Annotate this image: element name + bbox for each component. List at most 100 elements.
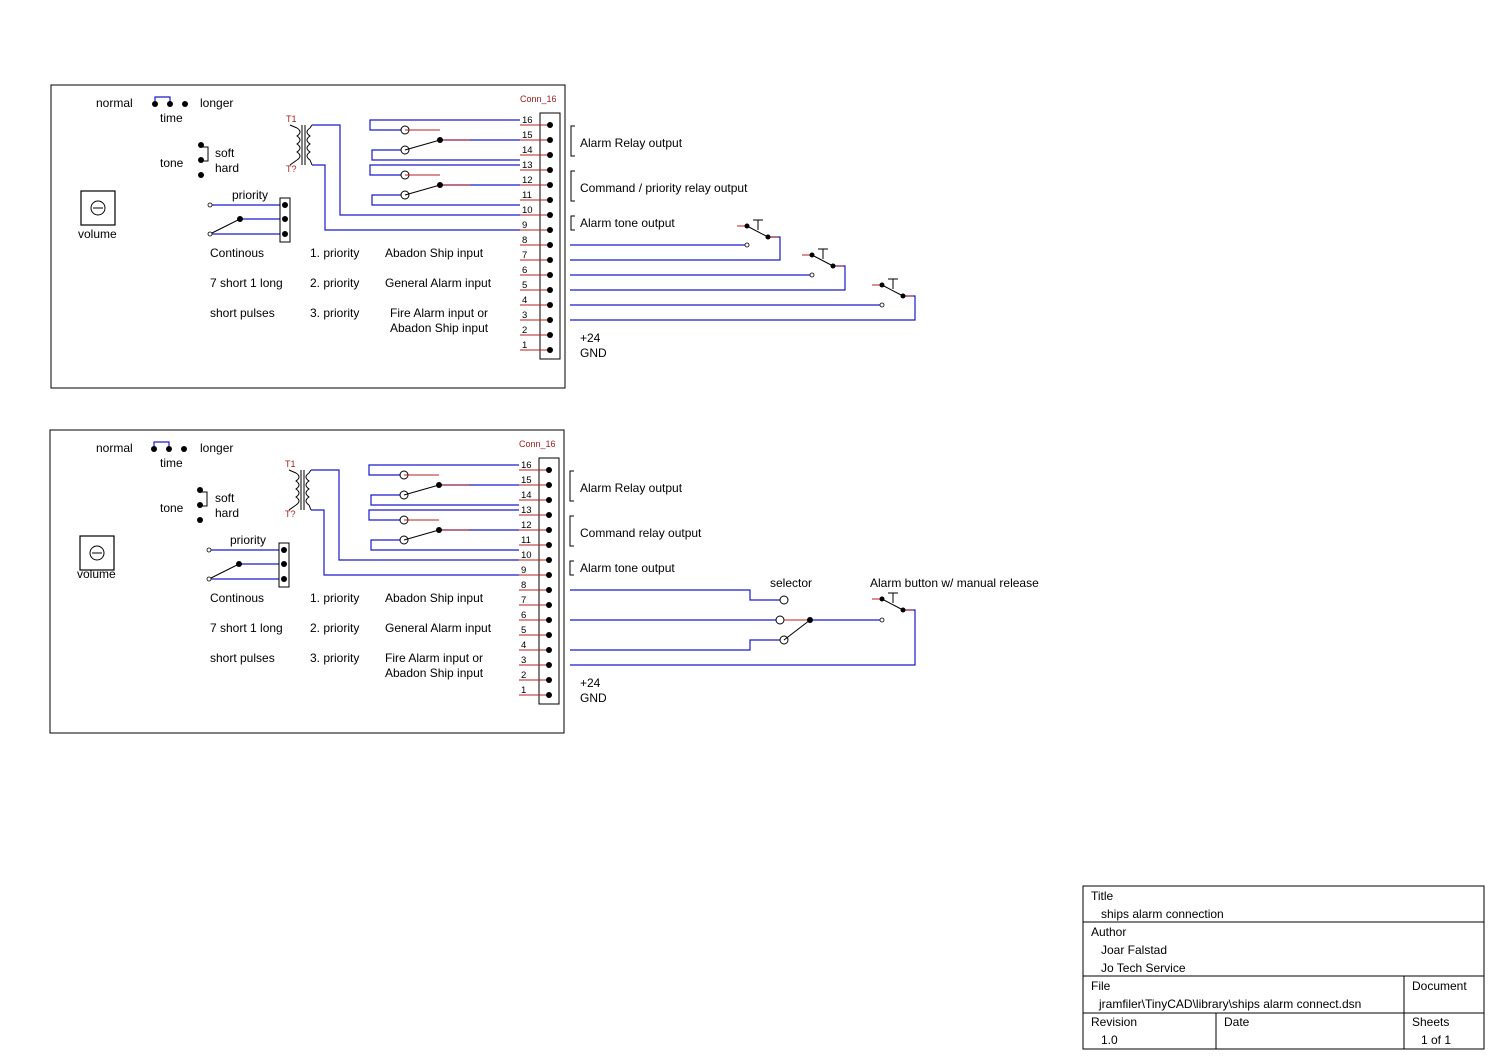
mode-1-input: Abadon Ship input bbox=[385, 591, 484, 605]
connector-pin-number: 12 bbox=[522, 175, 533, 186]
jumper-normal-label: normal bbox=[96, 441, 133, 455]
connector-pin-number: 2 bbox=[522, 325, 527, 336]
supply-gnd-label: GND bbox=[580, 346, 607, 360]
connector-pin-labels-2: 16 15 14 13 12 11 10 9 8 7 6 5 4 3 2 1 bbox=[521, 460, 532, 696]
connector-pin-number: 3 bbox=[521, 655, 526, 666]
transformer-ref: T1 bbox=[285, 459, 296, 469]
connector-pin-number: 7 bbox=[522, 250, 527, 261]
output-command-relay: Command relay output bbox=[580, 526, 702, 540]
connector-pin-number: 4 bbox=[522, 295, 527, 306]
mode-3-priority: 3. priority bbox=[310, 651, 359, 665]
connector-pin-number: 5 bbox=[522, 280, 527, 291]
mode-1-priority: 1. priority bbox=[310, 246, 359, 260]
output-alarm-tone: Alarm tone output bbox=[580, 216, 675, 230]
selector-label: selector bbox=[770, 576, 812, 590]
priority-label: priority bbox=[230, 533, 266, 547]
mode-3-priority: 3. priority bbox=[310, 306, 359, 320]
jumper-longer-label: longer bbox=[200, 441, 233, 455]
alarm-board-2: Conn_16 T1 T? normal longer time tone so… bbox=[49, 429, 1039, 734]
connector-pin-number: 16 bbox=[521, 460, 532, 471]
connector-pin-number: 2 bbox=[521, 670, 526, 681]
connector-pin-number: 10 bbox=[521, 550, 532, 561]
title-label: Title bbox=[1091, 889, 1114, 903]
mode-3-pattern: short pulses bbox=[210, 306, 275, 320]
mode-2-priority: 2. priority bbox=[310, 276, 359, 290]
jumper-time-label: time bbox=[160, 456, 183, 470]
mode-2-input: General Alarm input bbox=[385, 621, 492, 635]
mode-1-priority: 1. priority bbox=[310, 591, 359, 605]
revision-value: 1.0 bbox=[1101, 1033, 1118, 1047]
transformer-ref-2: T? bbox=[286, 164, 297, 174]
connector-pin-number: 11 bbox=[521, 535, 531, 546]
connector-pin-number: 14 bbox=[522, 145, 533, 156]
connector-pin-number: 5 bbox=[521, 625, 526, 636]
alarm-board-1: Conn_16 T1 T? normal longer time tone so… bbox=[50, 84, 916, 389]
connector-pin-number: 11 bbox=[522, 190, 532, 201]
connector-pin-number: 14 bbox=[521, 490, 532, 501]
connector-pin-number: 15 bbox=[521, 475, 532, 486]
supply-gnd-label: GND bbox=[580, 691, 607, 705]
supply-plus-label: +24 bbox=[580, 676, 601, 690]
document-label: Document bbox=[1412, 979, 1467, 993]
title-block: Title ships alarm connection Author Joar… bbox=[1082, 885, 1485, 1050]
connector-pin-number: 4 bbox=[521, 640, 526, 651]
output-alarm-relay: Alarm Relay output bbox=[580, 136, 683, 150]
mode-3-input-2: Abadon Ship input bbox=[390, 321, 489, 335]
connector-ref: Conn_16 bbox=[520, 94, 557, 104]
jumper-time-label: time bbox=[160, 111, 183, 125]
connector-pin-number: 6 bbox=[521, 610, 526, 621]
mode-2-pattern: 7 short 1 long bbox=[210, 276, 283, 290]
selector-wiring bbox=[570, 589, 916, 666]
volume-label: volume bbox=[78, 227, 117, 241]
connector-pin-number: 1 bbox=[521, 685, 526, 696]
connector-pin-number: 7 bbox=[521, 595, 526, 606]
mode-2-pattern: 7 short 1 long bbox=[210, 621, 283, 635]
selector-symbols bbox=[775, 592, 904, 645]
connector-pin-number: 6 bbox=[522, 265, 527, 276]
tone-hard-label: hard bbox=[215, 161, 239, 175]
connector-pin-number: 3 bbox=[522, 310, 527, 321]
mode-1-pattern: Continous bbox=[210, 246, 264, 260]
mode-1-pattern: Continous bbox=[210, 591, 264, 605]
pushbutton-symbols-1 bbox=[746, 219, 904, 297]
connector-pin-number: 13 bbox=[522, 160, 533, 171]
connector-pin-number: 1 bbox=[522, 340, 527, 351]
tone-soft-label: soft bbox=[215, 146, 235, 160]
connector-pin-number: 8 bbox=[521, 580, 526, 591]
jumper-normal-label: normal bbox=[96, 96, 133, 110]
output-command-relay: Command / priority relay output bbox=[580, 181, 748, 195]
volume-label: volume bbox=[77, 567, 116, 581]
output-alarm-relay: Alarm Relay output bbox=[580, 481, 683, 495]
connector-pin-number: 12 bbox=[521, 520, 532, 531]
author-label: Author bbox=[1091, 925, 1126, 939]
connector-pin-number: 10 bbox=[522, 205, 533, 216]
mode-2-input: General Alarm input bbox=[385, 276, 492, 290]
mode-3-input-2: Abadon Ship input bbox=[385, 666, 484, 680]
date-label: Date bbox=[1224, 1015, 1250, 1029]
title-value: ships alarm connection bbox=[1101, 907, 1224, 921]
file-value: jramfiler\TinyCAD\library\ships alarm co… bbox=[1098, 997, 1361, 1011]
file-label: File bbox=[1091, 979, 1111, 993]
revision-label: Revision bbox=[1091, 1015, 1137, 1029]
priority-label: priority bbox=[232, 188, 268, 202]
jumper-longer-label: longer bbox=[200, 96, 233, 110]
author-company: Jo Tech Service bbox=[1101, 961, 1186, 975]
supply-plus-label: +24 bbox=[580, 331, 601, 345]
output-alarm-tone: Alarm tone output bbox=[580, 561, 675, 575]
tone-hard-label: hard bbox=[215, 506, 239, 520]
connector-pin-number: 13 bbox=[521, 505, 532, 516]
connector-pin-number: 9 bbox=[521, 565, 526, 576]
tone-label: tone bbox=[160, 501, 184, 515]
transformer-ref: T1 bbox=[286, 114, 297, 124]
connector-pin-number: 16 bbox=[522, 115, 533, 126]
tone-soft-label: soft bbox=[215, 491, 235, 505]
author-name: Joar Falstad bbox=[1101, 943, 1167, 957]
sheets-label: Sheets bbox=[1412, 1015, 1449, 1029]
transformer-ref-2: T? bbox=[285, 509, 296, 519]
sheets-value: 1 of 1 bbox=[1421, 1033, 1451, 1047]
pushbutton-wiring-1 bbox=[570, 236, 916, 321]
alarm-button-label: Alarm button w/ manual release bbox=[870, 576, 1039, 590]
connector-pin-number: 8 bbox=[522, 235, 527, 246]
